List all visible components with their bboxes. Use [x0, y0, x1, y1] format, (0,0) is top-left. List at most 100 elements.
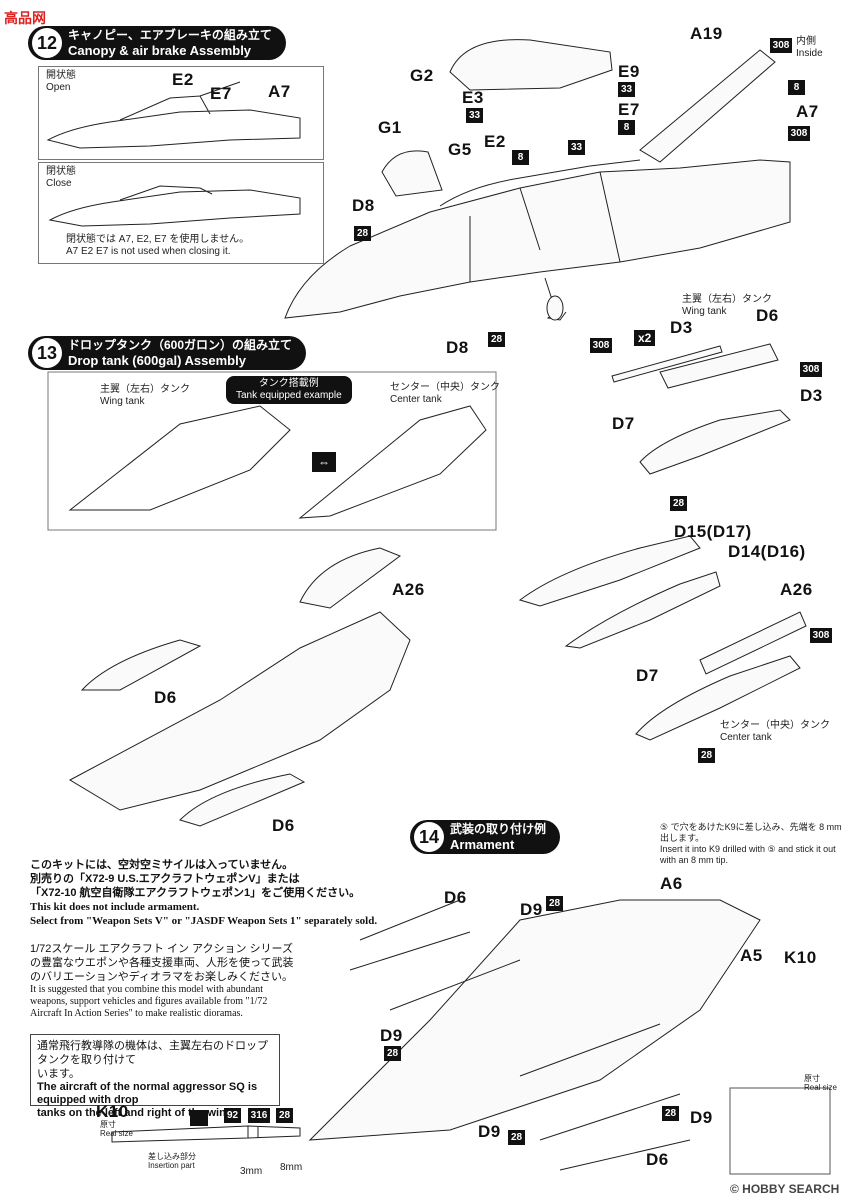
open-en: Open: [46, 82, 71, 93]
close-state-frame: [38, 162, 324, 264]
dim-3mm: 3mm: [240, 1166, 263, 1177]
note3-en-1: The aircraft of the normal aggressor SQ …: [37, 1081, 258, 1106]
close-note: 閉状態では A7, E2, E7 を使用しません。 A7 E2 E7 is no…: [66, 234, 249, 258]
inside-jp: 内側: [796, 36, 816, 47]
part-a19: A19: [690, 24, 723, 43]
code-28-k10: 28: [276, 1108, 293, 1123]
part-k10: K10: [784, 948, 817, 967]
code-8-a7: 8: [788, 80, 805, 95]
note2-jp-1: 1/72スケール エアクラフト イン アクション シリーズ: [30, 943, 293, 955]
tank-example-en: Tank equipped example: [236, 390, 342, 401]
note1-jp-1: このキットには、空対空ミサイルは入っていません。: [30, 859, 294, 871]
real-size-en-right: Real size: [804, 1083, 837, 1092]
part-g1: G1: [378, 118, 402, 137]
tank-aircraft-drawing: [68, 611, 411, 811]
close-aircraft-drawing: [48, 185, 301, 227]
times-two-badge: x2: [634, 330, 656, 346]
note3-jp-2: います。: [37, 1068, 80, 1080]
pylon-d6: [659, 343, 779, 389]
watermark-top: 高品网: [4, 10, 46, 26]
part-d7-bottom: D7: [636, 666, 659, 685]
code-28-d7-top: 28: [670, 496, 687, 511]
k10-note-en-1: Insert it into K9 drilled with ⑤ and sti…: [660, 844, 836, 854]
code-28-d9-bottom: 28: [508, 1130, 525, 1145]
note2-en-3: Aircraft In Action Series" to make reali…: [30, 1008, 243, 1019]
aggressor-note-box: 通常飛行教導隊の機体は、主翼左右のドロップタンクを取り付けて います。 The …: [30, 1034, 280, 1119]
code-28-d9-left: 28: [384, 1046, 401, 1061]
part-d7-top: D7: [612, 414, 635, 433]
pylon-a26: [699, 611, 807, 675]
center-tank-jp-2: センター（中央）タンク: [720, 720, 830, 731]
code-308-a26: 308: [810, 628, 832, 643]
inside-label: 内側 Inside: [796, 36, 823, 60]
example-aircraft-left: [68, 405, 291, 511]
step-13-number: 13: [32, 338, 62, 368]
step-14-title-en: Armament: [450, 837, 515, 852]
part-a26-aircraft: A26: [392, 580, 425, 599]
part-a7: A7: [796, 102, 819, 121]
watermark-bottom: © HOBBY SEARCH: [730, 1182, 840, 1196]
k10-real-size: 原寸 Real size: [100, 1120, 133, 1138]
step-12-title-en: Canopy & air brake Assembly: [68, 43, 252, 58]
big-tank-d6-left: [80, 639, 202, 691]
real-size-jp-right: 原寸: [804, 1074, 820, 1083]
note2-jp-3: のバリエーションやディオラマをお楽しみください。: [30, 971, 294, 983]
note2-en-1: It is suggested that you combine this mo…: [30, 984, 264, 995]
wing-tank-en-2: Wing tank: [682, 306, 727, 317]
code-33-e2: 33: [568, 140, 585, 155]
step-14-header: 14 武装の取り付け例 Armament: [410, 820, 561, 854]
note1-en-2: Select from "Weapon Sets V" or "JASDF We…: [30, 915, 378, 927]
armament-aircraft-drawing: [308, 899, 761, 1141]
wing-tank-en: Wing tank: [100, 396, 145, 407]
wing-tank-label-example: 主翼（左右）タンク Wing tank: [100, 384, 190, 408]
big-tank-d6-bottom: [179, 773, 306, 827]
tank-example-jp: タンク搭載例: [258, 378, 319, 389]
code-28-d8-top: 28: [354, 226, 371, 241]
code-308-d3: 308: [590, 338, 612, 353]
center-tank-en-2: Center tank: [720, 732, 772, 743]
tank-example-frame: [47, 371, 497, 531]
center-tank-label-example: センター（中央）タンク Center tank: [390, 382, 500, 406]
brace-d3: [611, 345, 723, 383]
paint-stripe-icon: [190, 1110, 208, 1126]
note3-jp-1: 通常飛行教導隊の機体は、主翼左右のドロップタンクを取り付けて: [37, 1040, 268, 1066]
note1-jp-3: 「X72-10 航空自衛隊エアクラフトウェポン1」をご使用ください。: [30, 887, 361, 899]
open-aircraft-drawing: [46, 81, 301, 149]
center-tank-jp: センター（中央）タンク: [390, 382, 500, 393]
armament-notes: このキットには、空対空ミサイルは入っていません。 別売りの「X72-9 U.S.…: [30, 858, 430, 1020]
part-d6-armament-bottom: D6: [646, 1150, 669, 1169]
code-28-d8-bottom: 28: [488, 332, 505, 347]
close-en: Close: [46, 178, 72, 189]
step-14-title-jp: 武装の取り付け例: [450, 822, 547, 836]
open-state-frame: [38, 66, 324, 160]
big-tank-a26: [299, 547, 402, 609]
part-d15: D15(D17): [674, 522, 752, 541]
code-28-d9-right: 28: [662, 1106, 679, 1121]
insertion-en: Insertion part: [148, 1161, 195, 1170]
note2-en-2: weapons, support vehicles and figures av…: [30, 996, 268, 1007]
part-d9-bottom: D9: [478, 1122, 501, 1141]
dim-8mm: 8mm: [280, 1162, 303, 1173]
step-13-title-en: Drop tank (600gal) Assembly: [68, 353, 246, 368]
main-aircraft-drawing: [284, 159, 791, 319]
tank-example-badge: タンク搭載例 Tank equipped example: [226, 376, 352, 404]
airbrake-a19: [639, 49, 776, 163]
step-14-number: 14: [414, 822, 444, 852]
tank-half-d14: [564, 571, 721, 649]
part-d6-left: D6: [154, 688, 177, 707]
part-a6: A6: [660, 874, 683, 893]
step-12-header: 12 キャノピー、エアブレーキの組み立て Canopy & air brake …: [28, 26, 286, 60]
part-d9-right: D9: [690, 1108, 713, 1127]
code-308-d6: 308: [800, 362, 822, 377]
code-28-d9-top: 28: [546, 896, 563, 911]
step-12-number: 12: [32, 28, 62, 58]
code-308-inside: 308: [770, 38, 792, 53]
k10-real-size-jp: 原寸: [100, 1120, 116, 1129]
close-state-label: 閉状態 Close: [46, 166, 76, 190]
canopy-g2: [449, 39, 613, 91]
step-13-title-jp: ドロップタンク（600ガロン）の組み立て: [68, 338, 293, 352]
code-8-e2: 8: [512, 150, 529, 165]
part-g2: G2: [410, 66, 434, 85]
missile-1: [349, 899, 691, 1171]
